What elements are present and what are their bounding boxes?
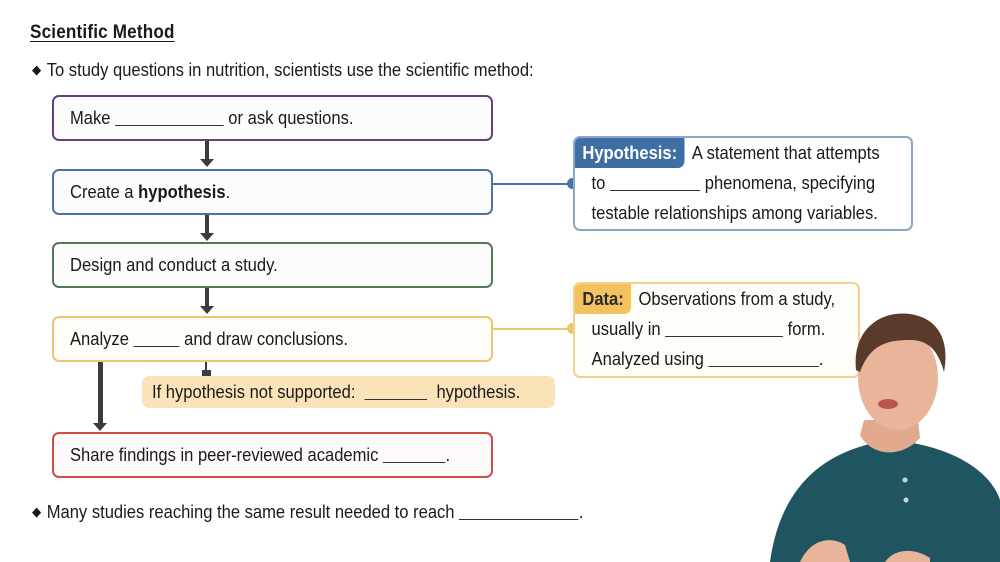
step-text: Share findings in peer-reviewed academic [70, 444, 379, 465]
step-share-findings: Share findings in peer-reviewed academic… [52, 432, 493, 478]
fill-blank[interactable] [459, 502, 579, 520]
step-bold-text: hypothesis [138, 181, 226, 202]
callout-text: usually in [591, 319, 661, 339]
callout-text: . [818, 349, 824, 369]
diamond-bullet-icon: ◆ [32, 504, 42, 519]
data-connector-line [493, 328, 573, 330]
data-definition-callout: Data: Observations from a study, usually … [573, 282, 860, 378]
step-text: Design and conduct a study. [70, 254, 278, 275]
connector-dot-icon [567, 323, 578, 334]
fill-blank[interactable] [133, 329, 180, 347]
step-text: . [445, 444, 451, 465]
fill-blank[interactable] [609, 173, 701, 191]
note-text: If hypothesis not supported: [152, 381, 356, 402]
callout-text: to [591, 173, 606, 193]
note-text: hypothesis. [436, 381, 521, 402]
callout-text: phenomena, specifying [704, 173, 876, 193]
fill-blank[interactable] [665, 319, 783, 337]
consensus-bullet: ◆ Many studies reaching the same result n… [32, 502, 583, 523]
callout-text: Observations from a study, [638, 289, 836, 309]
step-text: or ask questions. [228, 107, 354, 128]
data-tag: Data: [575, 284, 632, 314]
down-arrow-icon [200, 288, 214, 314]
note-connector [205, 362, 207, 372]
callout-text: A statement that attempts [691, 143, 880, 163]
hypothesis-definition-callout: Hypothesis:A statement that attempts to … [573, 136, 913, 231]
diamond-bullet-icon: ◆ [32, 62, 42, 77]
fill-blank[interactable] [115, 108, 224, 126]
down-arrow-icon [93, 362, 107, 431]
presenter-video [770, 313, 1000, 562]
intro-bullet: ◆ To study questions in nutrition, scient… [32, 60, 534, 81]
step-text: Analyze [70, 328, 129, 349]
hypothesis-connector-line [493, 183, 573, 185]
intro-text: To study questions in nutrition, scienti… [46, 60, 534, 80]
fill-blank[interactable] [708, 349, 819, 367]
connector-dot-icon [567, 178, 578, 189]
bullet-text: Many studies reaching the same result ne… [46, 502, 455, 522]
callout-text: Analyzed using [591, 349, 704, 369]
step-make-observations: Make or ask questions. [52, 95, 493, 141]
hypothesis-tag: Hypothesis: [575, 138, 685, 168]
step-analyze-data: Analyze and draw conclusions. [52, 316, 493, 362]
down-arrow-icon [200, 141, 214, 167]
bullet-text: . [578, 502, 584, 522]
step-text: Make [70, 107, 111, 128]
fill-blank[interactable] [364, 382, 428, 400]
callout-text: testable relationships among variables. [591, 203, 878, 223]
callout-text: form. [787, 319, 826, 339]
fill-blank[interactable] [382, 445, 446, 463]
step-text: and draw conclusions. [184, 328, 349, 349]
down-arrow-icon [200, 215, 214, 241]
step-text: Create a [70, 181, 134, 202]
hypothesis-not-supported-note: If hypothesis not supported: hypothesis. [142, 376, 555, 408]
step-text: . [225, 181, 231, 202]
step-design-study: Design and conduct a study. [52, 242, 493, 288]
page-title: Scientific Method [30, 22, 175, 43]
step-create-hypothesis: Create a hypothesis. [52, 169, 493, 215]
note-connector-cap [202, 370, 211, 379]
